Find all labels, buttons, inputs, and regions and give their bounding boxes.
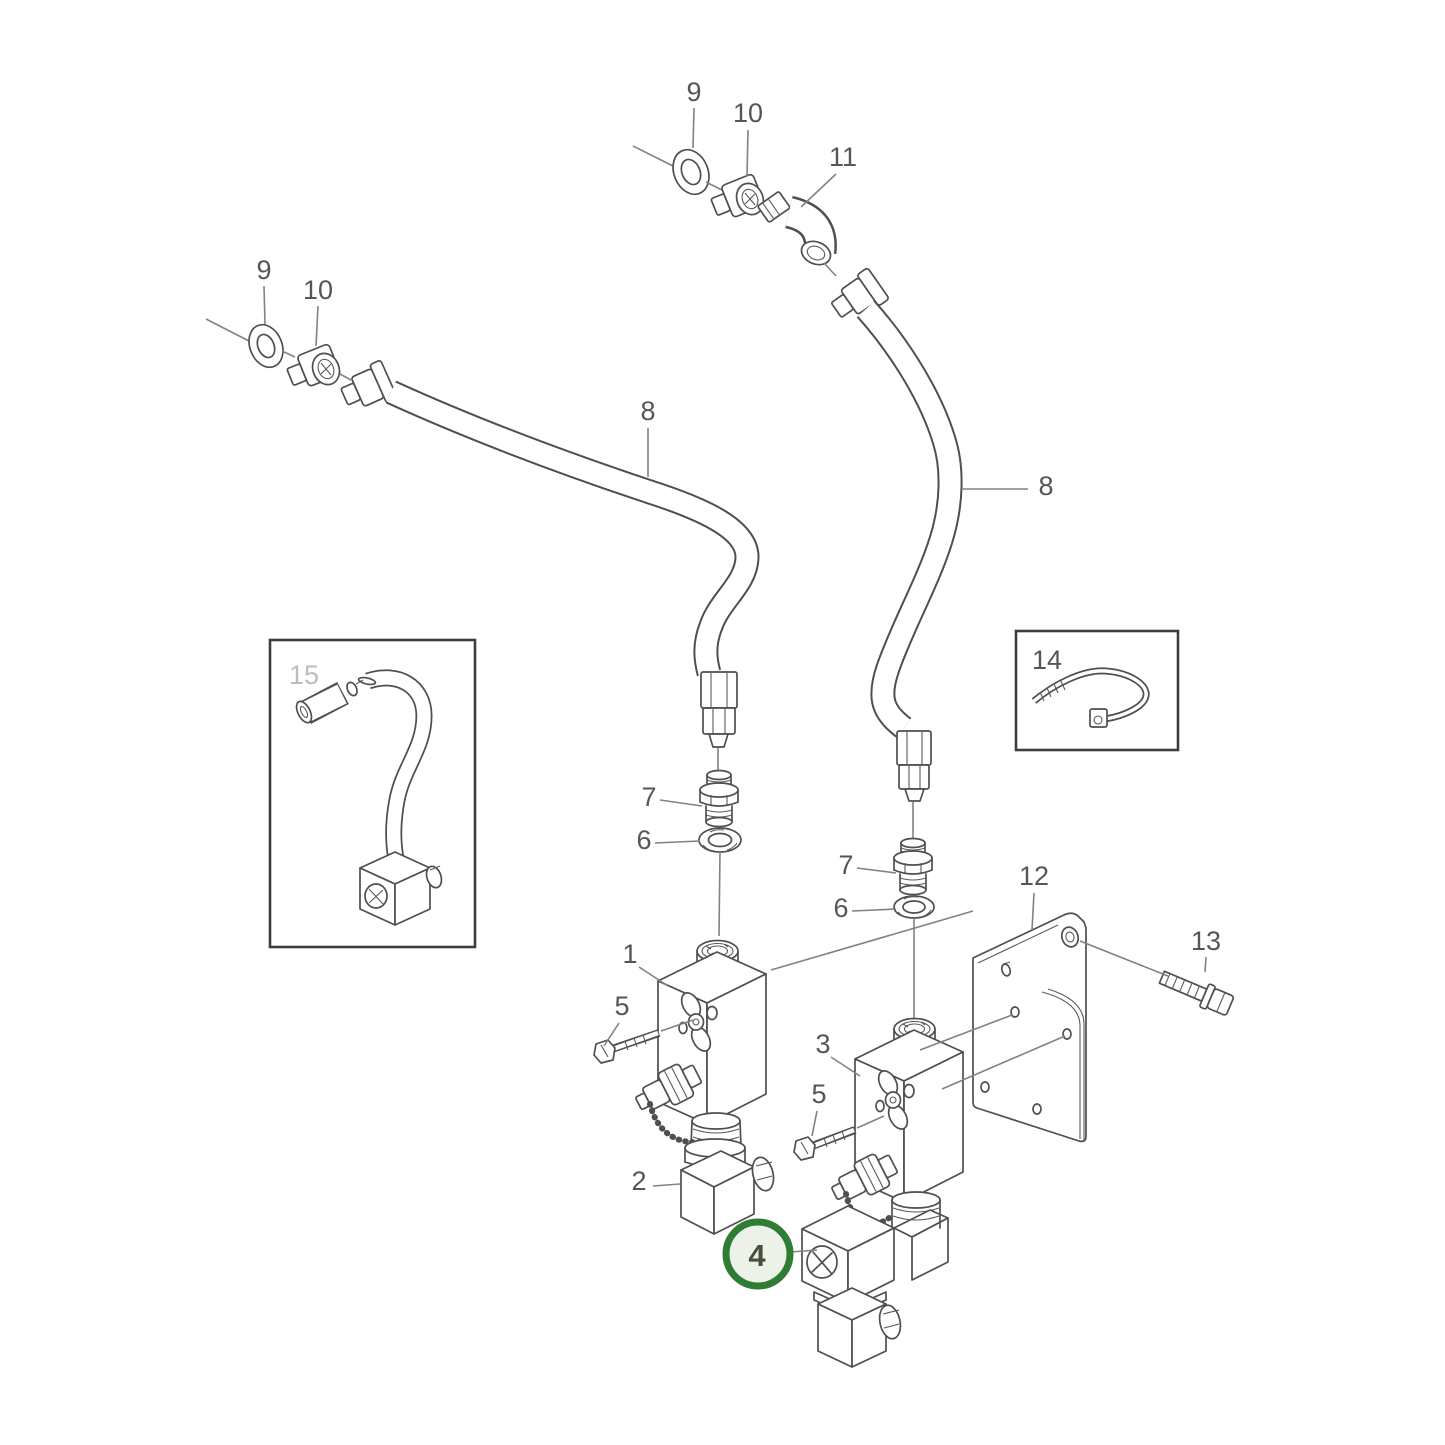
- vent-hose-icon: [295, 669, 443, 926]
- callout-6-right: 6: [833, 893, 848, 923]
- highlight-ring-icon: [722, 1218, 794, 1290]
- washer-9-left-icon: [248, 323, 284, 369]
- bracket-12-icon: [972, 912, 1087, 1143]
- hose-8-right: [856, 300, 963, 838]
- callout-8-left: 8: [640, 396, 655, 426]
- callout-12: 12: [1019, 861, 1049, 891]
- leader-lines: [263, 107, 1207, 1187]
- solenoid-coil-right: [891, 1191, 941, 1229]
- washer-9-top-icon: [672, 148, 710, 196]
- highlighted-callout-4[interactable]: 4: [722, 1218, 818, 1290]
- callout-9-top: 9: [686, 77, 701, 107]
- callout-labels: 9 10 11 9 10 8 8 7 6 7 6 1 5 3 5 2 12 13: [256, 77, 1221, 1196]
- hose-end-fitting-left-icon: [340, 360, 398, 407]
- axis-line-left: [718, 851, 721, 937]
- callout-1: 1: [622, 939, 637, 969]
- callout-9-left: 9: [256, 255, 271, 285]
- sealing-washer-6-left-icon: [698, 827, 742, 853]
- callout-14: 14: [1032, 645, 1062, 675]
- valve-1-wing-handle: [678, 992, 718, 1052]
- nipple-7-left-icon: [699, 769, 739, 828]
- callout-10-left: 10: [303, 275, 333, 305]
- valve-1-assembly: [635, 939, 775, 1235]
- valve-3-adapter-block: [893, 1209, 949, 1281]
- hose-end-fitting-right-icon: [831, 267, 889, 318]
- screw-5-right-axis: [856, 1115, 885, 1129]
- top-fitting-group: [632, 145, 889, 318]
- solenoid-coil-left: [684, 1112, 746, 1168]
- callout-4-highlighted: 4: [748, 1238, 766, 1273]
- screw-5-left-axis: [660, 1019, 694, 1032]
- screw-5-right-icon: [793, 1126, 857, 1161]
- cable-tie-icon: [1031, 667, 1150, 728]
- highlight-leader: [789, 1249, 818, 1253]
- callout-6-left: 6: [636, 825, 651, 855]
- callout-10-top: 10: [733, 98, 763, 128]
- hose-left-hex-end: [700, 671, 738, 748]
- callout-13: 13: [1191, 926, 1221, 956]
- valve-3-assembly: [801, 1017, 964, 1368]
- hose-right-hex-end: [896, 730, 932, 802]
- hose-8-left: [385, 380, 760, 770]
- callout-7-left: 7: [641, 782, 656, 812]
- sealing-washer-6-right-icon: [893, 895, 935, 919]
- valve-3-wing-handle: [875, 1070, 915, 1130]
- inset-box-14: 14: [1014, 629, 1180, 752]
- nipple-7-right-icon: [893, 837, 933, 896]
- callout-5-left: 5: [614, 991, 629, 1021]
- flange-screw-13-icon: [1158, 970, 1235, 1016]
- callout-15: 15: [289, 660, 319, 690]
- callout-11: 11: [829, 142, 857, 172]
- solenoid-4-base: [813, 1287, 902, 1368]
- elbow-11-icon: [757, 191, 837, 266]
- callout-3: 3: [815, 1029, 830, 1059]
- callout-5-right: 5: [811, 1079, 826, 1109]
- callout-7-right: 7: [838, 850, 853, 880]
- union-nut-10-top-icon: [710, 173, 765, 218]
- callout-2: 2: [631, 1166, 646, 1196]
- solenoid-2-box: [680, 1150, 775, 1235]
- left-fitting-group: [205, 318, 398, 407]
- screw-5-left-icon: [593, 1029, 661, 1064]
- valve-3-drain-plug: [831, 1153, 898, 1201]
- inset-box-15: 15: [268, 638, 477, 949]
- union-nut-10-left-icon: [286, 343, 341, 387]
- callout-8-right: 8: [1038, 471, 1053, 501]
- solenoid-4-box: [801, 1205, 895, 1304]
